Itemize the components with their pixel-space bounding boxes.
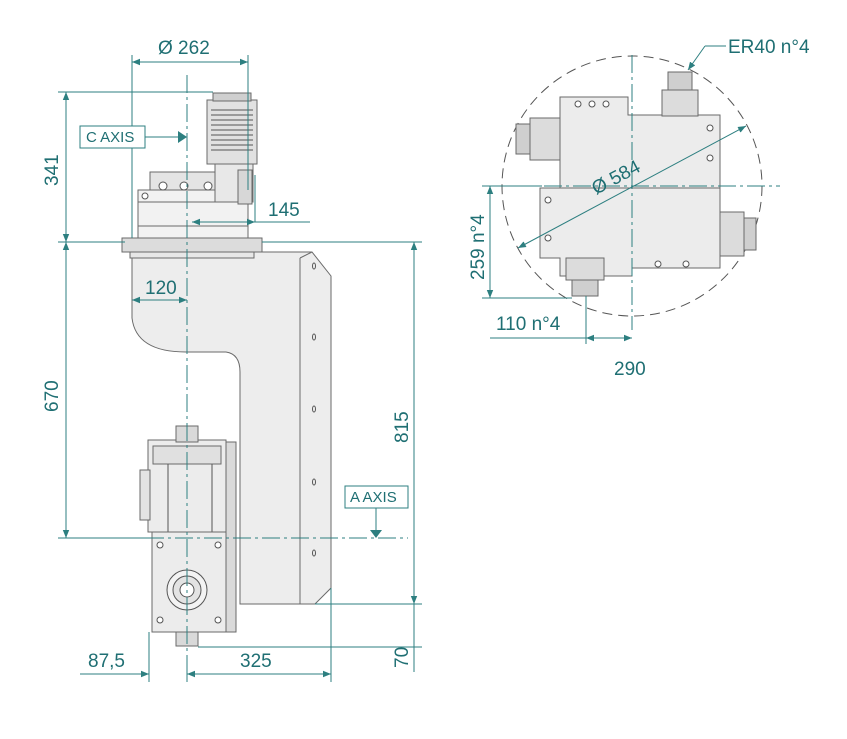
- tool-holder-top: [661, 89, 699, 117]
- arm-body: [131, 251, 332, 605]
- dim-120: 120: [145, 278, 177, 299]
- dim-145: 145: [268, 200, 300, 221]
- dim-70: 70: [392, 647, 413, 668]
- label-er40: ER40 n°4: [728, 37, 810, 58]
- tool-holder-bottom: [565, 257, 605, 281]
- dim-259: 259 n°4: [468, 214, 489, 280]
- dim-110: 110 n°4: [496, 314, 561, 335]
- top-view: Ø 584 ER40 n°4 259 n°4 110 n°4 290: [468, 37, 810, 380]
- c-axis-motor: [206, 99, 258, 165]
- dim-325: 325: [240, 651, 272, 672]
- dim-670: 670: [42, 380, 63, 412]
- motor-fins: [211, 109, 253, 151]
- tool-holder-left: [529, 117, 561, 161]
- tool-holder-right: [719, 211, 745, 257]
- side-view: Ø 262 341 670 C AXIS 145 120 815 70: [42, 38, 422, 682]
- dim-815: 815: [392, 411, 413, 443]
- dim-87-5: 87,5: [88, 651, 125, 672]
- a-axis-label: A AXIS: [350, 489, 397, 506]
- c-axis-flange: [121, 237, 263, 253]
- dim-290: 290: [614, 359, 646, 380]
- c-axis-label: C AXIS: [86, 129, 134, 146]
- dim-diameter-262: Ø 262: [158, 38, 210, 59]
- dim-341: 341: [42, 154, 63, 186]
